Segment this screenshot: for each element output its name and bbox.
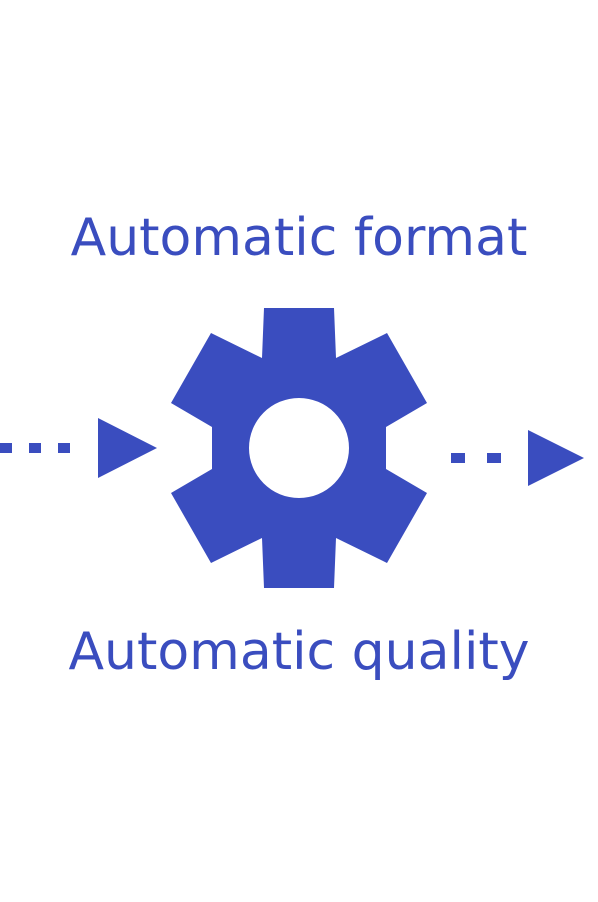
automatic-quality-label: Automatic quality bbox=[68, 622, 530, 682]
left-arrow-dot-2 bbox=[29, 443, 41, 453]
left-dotted-arrow-icon bbox=[0, 418, 157, 478]
automatic-format-label: Automatic format bbox=[70, 208, 528, 268]
left-arrow-dot-1 bbox=[0, 443, 12, 453]
right-arrow-dot-1 bbox=[451, 453, 465, 463]
right-dotted-arrow-icon bbox=[451, 430, 584, 486]
left-arrow-head bbox=[98, 418, 157, 478]
right-arrow-dot-2 bbox=[487, 453, 501, 463]
left-arrow-dot-3 bbox=[58, 443, 70, 453]
gear-icon bbox=[171, 308, 427, 588]
right-arrow-head bbox=[528, 430, 584, 486]
